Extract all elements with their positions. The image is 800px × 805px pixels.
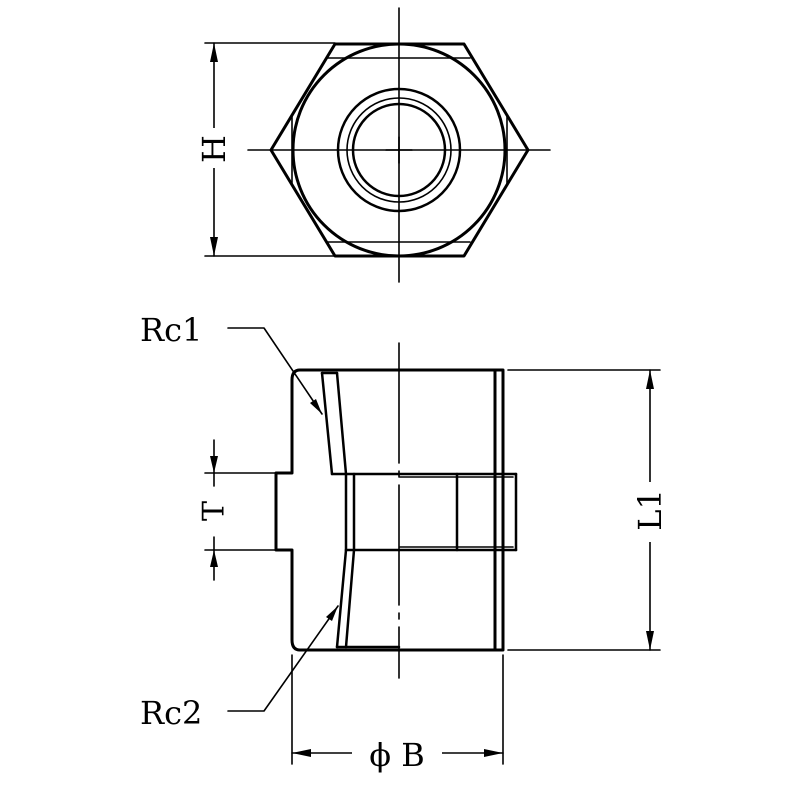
arrow-head [310, 399, 322, 414]
thread-root [344, 548, 356, 649]
thread-profile [320, 371, 334, 476]
leader-line [227, 605, 339, 712]
arrow-head [292, 749, 311, 757]
dimension-l1: L1 [507, 369, 669, 651]
body-outline [274, 368, 505, 652]
label-rc2: Rc2 [140, 694, 202, 732]
label-h: H [195, 135, 233, 163]
arrow-head [210, 237, 218, 256]
label-t: T [197, 501, 232, 521]
thread-root [335, 371, 348, 476]
thread-profile [335, 548, 348, 649]
side-view [274, 342, 518, 679]
label-mask [196, 128, 232, 168]
label-mask [352, 734, 442, 772]
callout-rc2: Rc2 [140, 605, 339, 732]
arrow-head [326, 606, 338, 621]
arrow-head [210, 550, 218, 567]
label-mask [632, 482, 668, 542]
arrow-head [210, 43, 218, 62]
top-view [247, 7, 551, 283]
label-rc1: Rc1 [140, 311, 202, 349]
arrow-head [646, 631, 654, 650]
leader-line [227, 327, 323, 415]
arrow-head [646, 370, 654, 389]
label-l1: L1 [631, 489, 669, 531]
label-phi-b: ϕ B [369, 736, 425, 774]
callout-rc1: Rc1 [140, 311, 323, 415]
arrow-head [484, 749, 503, 757]
dimension-h: H [195, 42, 336, 257]
dimension-b: ϕ B [291, 654, 504, 774]
arrow-head [210, 456, 218, 473]
dimension-t: T [197, 439, 277, 581]
